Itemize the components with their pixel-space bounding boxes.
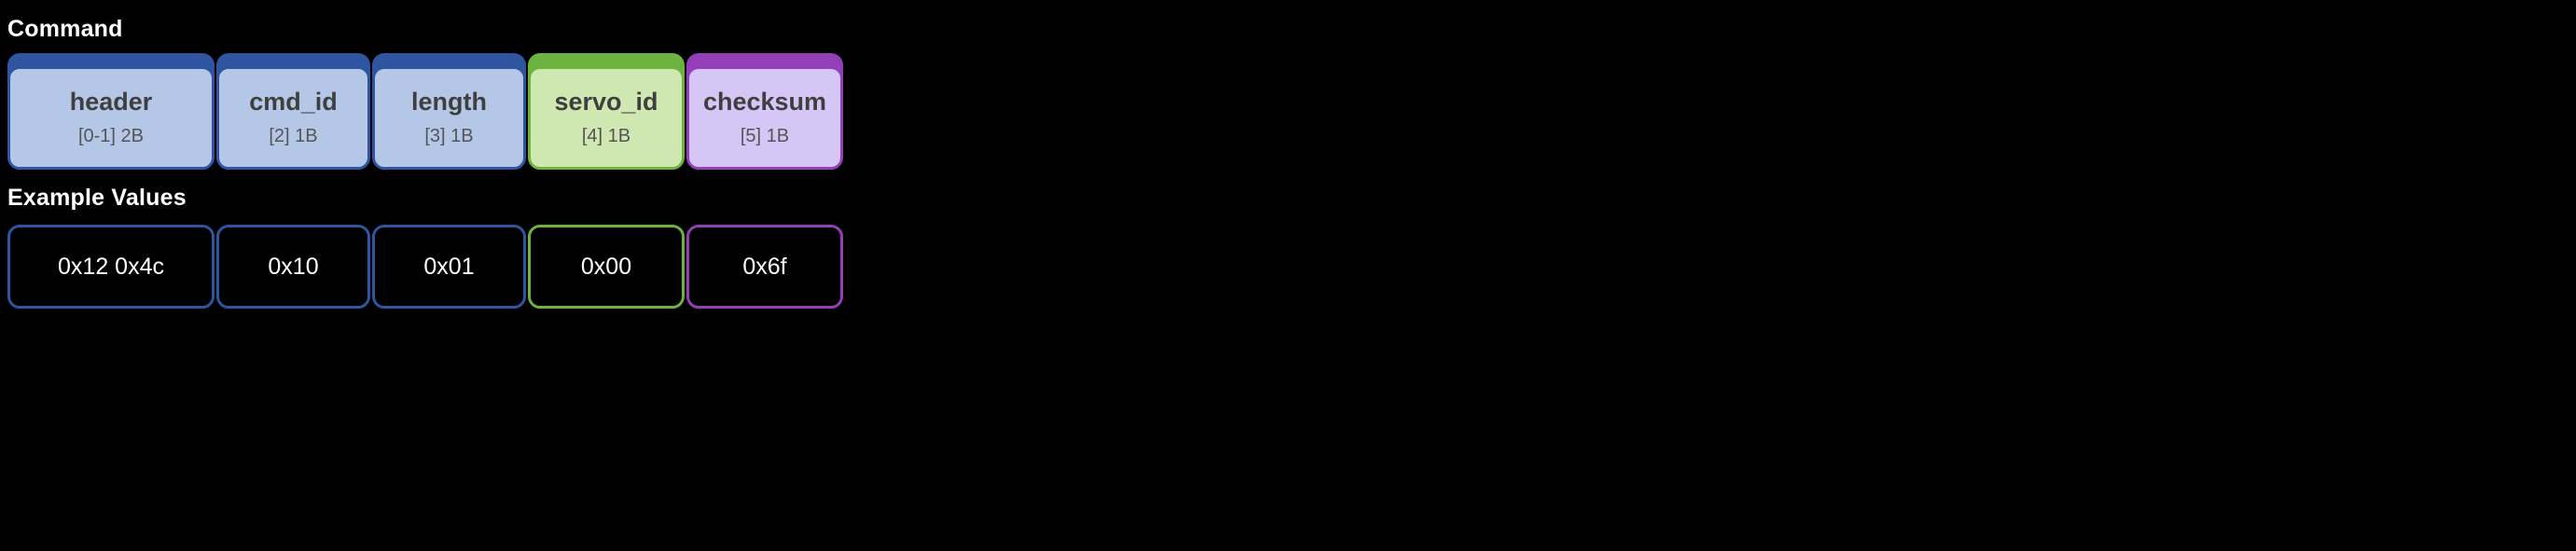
value-box-4[interactable]: 0x6f bbox=[686, 225, 843, 309]
field-meta-label: [5] 1B bbox=[740, 126, 790, 147]
value-text-label: 0x6f bbox=[742, 253, 787, 280]
field-box-cmd-id: cmd_id [2] 1B bbox=[216, 66, 370, 170]
field-cmd-id[interactable]: cmd_id [2] 1B bbox=[216, 53, 370, 170]
value-text-label: 0x01 bbox=[423, 253, 475, 280]
field-name-label: checksum bbox=[702, 87, 827, 116]
value-box-0[interactable]: 0x12 0x4c bbox=[7, 225, 215, 309]
command-field-row: header [0-1] 2B cmd_id [2] 1B length [3] 1B se… bbox=[7, 53, 843, 170]
example-values-section-title: Example Values bbox=[7, 185, 187, 211]
field-name-label: servo_id bbox=[554, 87, 658, 116]
field-box-header: header [0-1] 2B bbox=[7, 66, 215, 170]
field-name-label: cmd_id bbox=[249, 87, 338, 116]
field-meta-label: [3] 1B bbox=[424, 126, 474, 147]
value-box-1[interactable]: 0x10 bbox=[216, 225, 370, 309]
field-length[interactable]: length [3] 1B bbox=[372, 53, 526, 170]
field-box-checksum: checksum [5] 1B bbox=[686, 66, 843, 170]
field-servo-id[interactable]: servo_id [4] 1B bbox=[528, 53, 685, 170]
value-box-3[interactable]: 0x00 bbox=[528, 225, 685, 309]
value-text-label: 0x12 0x4c bbox=[58, 253, 164, 280]
field-meta-label: [0-1] 2B bbox=[77, 126, 145, 147]
field-name-label: header bbox=[69, 87, 153, 116]
field-name-label: length bbox=[411, 87, 487, 116]
command-section-title: Command bbox=[7, 16, 123, 42]
value-text-label: 0x10 bbox=[268, 253, 319, 280]
field-box-length: length [3] 1B bbox=[372, 66, 526, 170]
example-values-row: 0x12 0x4c 0x10 0x01 0x00 0x6f bbox=[7, 225, 843, 309]
field-checksum[interactable]: checksum [5] 1B bbox=[686, 53, 843, 170]
value-text-label: 0x00 bbox=[580, 253, 632, 280]
value-box-2[interactable]: 0x01 bbox=[372, 225, 526, 309]
field-meta-label: [4] 1B bbox=[581, 126, 631, 147]
field-box-servo-id: servo_id [4] 1B bbox=[528, 66, 685, 170]
field-header[interactable]: header [0-1] 2B bbox=[7, 53, 215, 170]
field-meta-label: [2] 1B bbox=[269, 126, 318, 147]
